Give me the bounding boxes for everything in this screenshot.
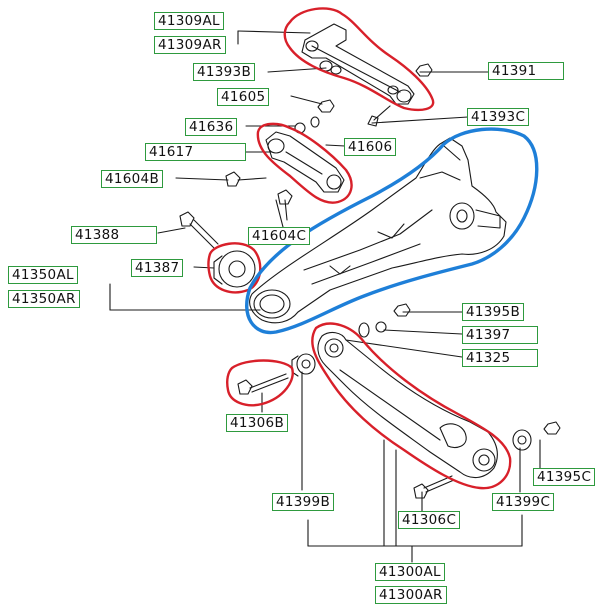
- label-41387: 41387: [131, 259, 184, 277]
- label-41306C: 41306C: [398, 511, 461, 529]
- label-41606: 41606: [344, 138, 397, 156]
- label-41395C: 41395C: [533, 468, 596, 486]
- label-41388: 41388: [71, 226, 157, 244]
- label-41636: 41636: [185, 118, 238, 136]
- label-41617: 41617: [145, 143, 246, 161]
- label-41300AR: 41300AR: [375, 586, 447, 604]
- red-highlight-upper-arm: [283, 7, 435, 112]
- red-highlight-bolt-41306B: [226, 359, 294, 407]
- label-41604B: 41604B: [101, 170, 164, 188]
- label-41605: 41605: [217, 88, 270, 106]
- label-41350AR: 41350AR: [8, 290, 80, 308]
- red-highlight-toe-link: [256, 122, 353, 204]
- label-41350AL: 41350AL: [8, 266, 78, 284]
- label-41309AR: 41309AR: [154, 36, 226, 54]
- label-41309AL: 41309AL: [154, 12, 224, 30]
- label-41306B: 41306B: [226, 414, 289, 432]
- blue-highlight-trailing-arm: [245, 127, 539, 335]
- label-41393C: 41393C: [467, 108, 530, 126]
- label-41604C: 41604C: [248, 227, 311, 245]
- label-41300AL: 41300AL: [375, 563, 445, 581]
- label-41391: 41391: [488, 62, 564, 80]
- label-41399B: 41399B: [272, 493, 335, 511]
- label-41399C: 41399C: [492, 493, 555, 511]
- label-41325: 41325: [462, 349, 538, 367]
- label-41395B: 41395B: [462, 303, 525, 321]
- label-41393B: 41393B: [193, 63, 256, 81]
- label-41397: 41397: [462, 326, 538, 344]
- red-highlight-lower-arm: [311, 322, 512, 490]
